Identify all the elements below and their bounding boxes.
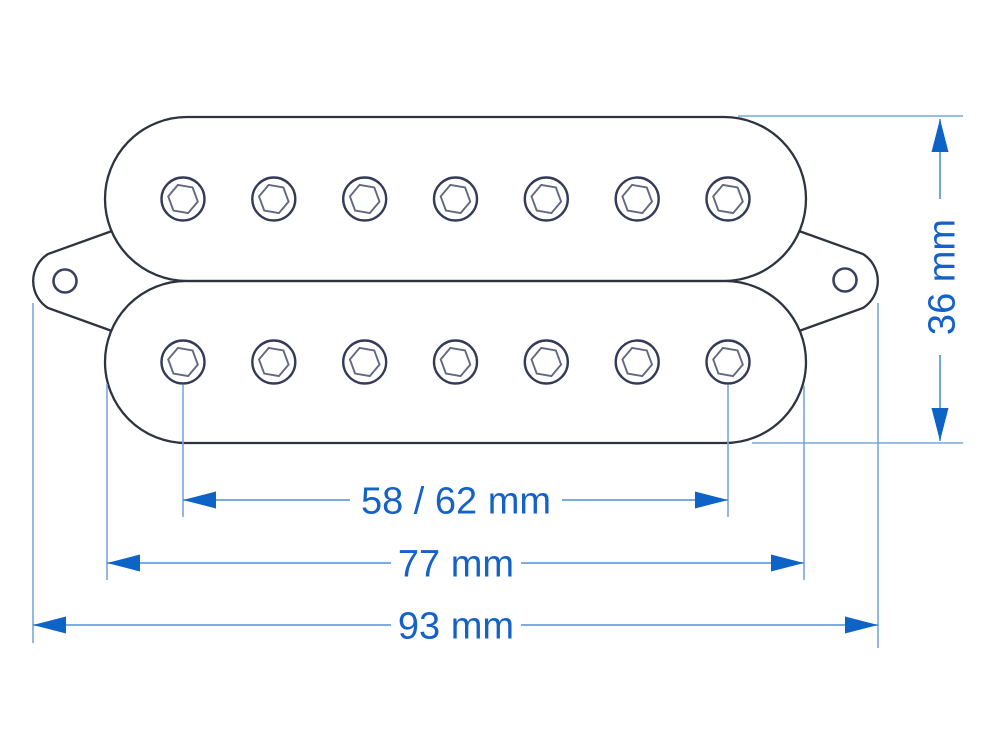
dimension-height: 36 mm bbox=[738, 115, 963, 444]
hex-socket-icon bbox=[530, 346, 563, 378]
label-background bbox=[921, 199, 961, 355]
hex-socket-icon bbox=[712, 346, 744, 378]
arrow-right-icon bbox=[845, 616, 878, 634]
right-mounting-ear bbox=[798, 229, 879, 333]
dimension-label-body-width: 77 mm bbox=[398, 543, 514, 585]
pole-piece-circle bbox=[432, 339, 479, 385]
pole-piece-circle bbox=[523, 339, 569, 385]
pickup-outline bbox=[32, 115, 879, 445]
pole-piece-circle bbox=[342, 339, 388, 385]
dimension-pole-spread: 58 / 62 mm bbox=[182, 385, 729, 522]
hex-socket-icon bbox=[712, 183, 744, 215]
hex-socket-icon bbox=[621, 183, 654, 215]
arrow-down-icon bbox=[931, 408, 949, 441]
left-mounting-ear bbox=[32, 229, 113, 333]
pole-piece-circle bbox=[614, 176, 660, 222]
arrow-right-icon bbox=[695, 491, 728, 509]
hex-socket-icon bbox=[257, 183, 290, 215]
hex-socket-icon bbox=[348, 346, 381, 378]
arrow-right-icon bbox=[771, 554, 804, 572]
pole-piece-circle bbox=[523, 176, 569, 222]
pole-piece-circle bbox=[342, 176, 388, 222]
pole-piece-circle bbox=[432, 176, 479, 222]
hex-socket-icon bbox=[439, 346, 472, 378]
hex-socket-icon bbox=[257, 346, 290, 378]
dimension-label-pole-spread: 58 / 62 mm bbox=[361, 480, 551, 522]
label-background bbox=[391, 544, 521, 582]
pole-piece-circle bbox=[705, 339, 751, 385]
left-mounting-hole bbox=[52, 268, 78, 294]
pole-piece-circle bbox=[251, 176, 297, 222]
hex-socket-icon bbox=[167, 346, 199, 378]
label-background bbox=[391, 606, 521, 644]
hex-socket-icon bbox=[530, 183, 563, 215]
label-background bbox=[350, 481, 562, 519]
pole-piece-circle bbox=[160, 339, 206, 385]
dimension-label-height: 36 mm bbox=[921, 219, 963, 335]
hex-socket-icon bbox=[167, 183, 199, 215]
pole-piece-circle bbox=[251, 339, 297, 385]
hex-socket-icon bbox=[348, 183, 381, 215]
pole-pieces bbox=[160, 176, 751, 385]
dimension-body-width: 77 mm bbox=[106, 384, 805, 585]
dimension-label-overall-width: 93 mm bbox=[398, 605, 514, 647]
dimension-overall-width: 93 mm bbox=[32, 303, 879, 648]
arrow-left-icon bbox=[33, 616, 66, 634]
hex-socket-icon bbox=[621, 346, 654, 378]
pole-piece-circle bbox=[705, 176, 751, 222]
bottom-bobbin-outline bbox=[103, 279, 808, 445]
hex-socket-icon bbox=[439, 183, 472, 215]
pole-piece-circle bbox=[614, 339, 660, 385]
arrow-left-icon bbox=[107, 554, 140, 572]
pole-piece-circle bbox=[160, 176, 206, 222]
right-mounting-hole bbox=[832, 267, 858, 293]
arrow-up-icon bbox=[931, 119, 949, 152]
arrow-left-icon bbox=[183, 491, 216, 509]
